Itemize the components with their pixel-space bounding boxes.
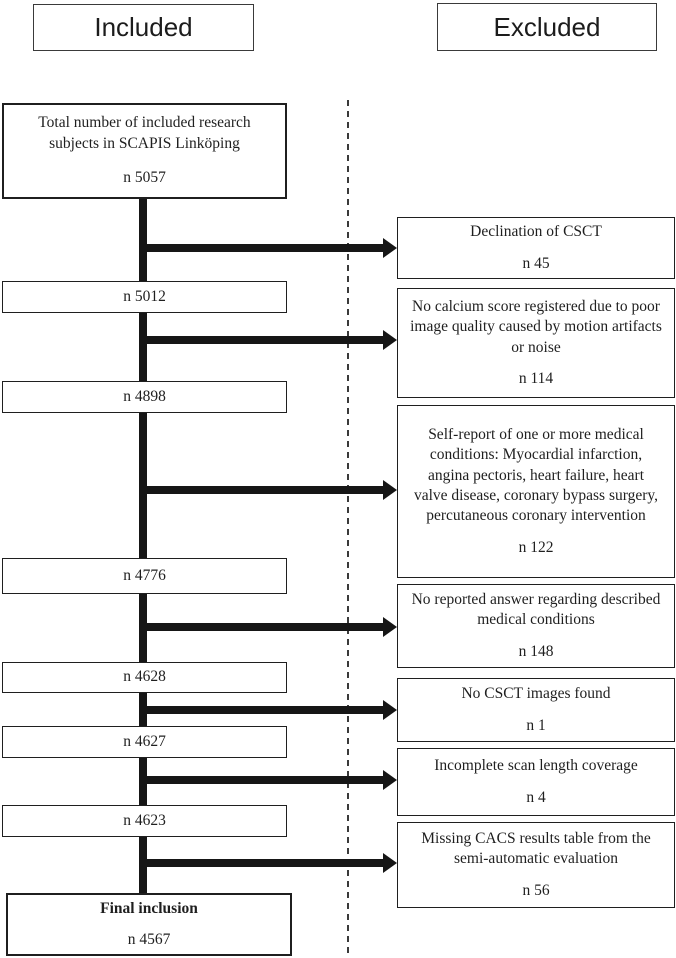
arrowhead-icon xyxy=(383,238,397,258)
included-box-total-label: Total number of included research subjec… xyxy=(38,114,251,152)
included-box-n4898-count: n 4898 xyxy=(123,387,166,405)
included-box-n4623: n 4623 xyxy=(2,805,287,837)
excluded-box-no-images-label: No CSCT images found xyxy=(461,685,611,703)
excluded-box-no-images: No CSCT images found n 1 xyxy=(397,678,675,742)
excluded-box-no-reported-answer-count: n 148 xyxy=(518,642,554,660)
included-box-n5012: n 5012 xyxy=(2,281,287,313)
included-header-label: Included xyxy=(94,12,193,42)
column-divider-dashed-line xyxy=(347,100,349,958)
included-box-n4627: n 4627 xyxy=(2,726,287,758)
excluded-box-declination-count: n 45 xyxy=(522,254,550,272)
included-box-total: Total number of included research subjec… xyxy=(2,103,287,199)
excluded-box-missing-cacs-count: n 56 xyxy=(522,881,550,899)
included-box-n4628-count: n 4628 xyxy=(123,668,166,686)
final-inclusion-box: Final inclusion n 4567 xyxy=(6,893,292,956)
arrowhead-icon xyxy=(383,853,397,873)
flow-trunk-line xyxy=(139,198,147,894)
arrowhead-icon xyxy=(383,700,397,720)
excluded-box-incomplete-scan: Incomplete scan length coverage n 4 xyxy=(397,748,675,816)
excluded-box-no-reported-answer-label: No reported answer regarding described m… xyxy=(411,590,661,629)
excluded-box-no-calcium-score-label: No calcium score registered due to poor … xyxy=(410,297,662,356)
included-box-n5012-count: n 5012 xyxy=(123,287,166,305)
excluded-box-no-calcium-score-count: n 114 xyxy=(518,369,554,387)
excluded-column-header: Excluded xyxy=(437,3,657,51)
excluded-box-declination: Declination of CSCT n 45 xyxy=(397,217,675,279)
included-box-total-count: n 5057 xyxy=(123,169,166,187)
excluded-box-self-report-label: Self-report of one or more medical condi… xyxy=(413,425,659,525)
included-box-n4898: n 4898 xyxy=(2,381,287,413)
arrowhead-icon xyxy=(383,480,397,500)
excluded-box-self-report: Self-report of one or more medical condi… xyxy=(397,405,675,578)
included-box-n4776: n 4776 xyxy=(2,558,287,594)
excluded-box-missing-cacs-label: Missing CACS results table from the semi… xyxy=(421,829,651,868)
excluded-box-no-calcium-score: No calcium score registered due to poor … xyxy=(397,288,675,398)
included-box-n4627-count: n 4627 xyxy=(123,732,166,750)
included-column-header: Included xyxy=(33,4,254,51)
excluded-box-declination-label: Declination of CSCT xyxy=(470,223,602,241)
excluded-box-no-images-count: n 1 xyxy=(526,716,546,734)
arrowhead-icon xyxy=(383,770,397,790)
arrowhead-icon xyxy=(383,617,397,637)
excluded-box-self-report-count: n 122 xyxy=(518,538,554,556)
final-inclusion-count: n 4567 xyxy=(127,931,171,948)
excluded-box-incomplete-scan-label: Incomplete scan length coverage xyxy=(434,757,638,775)
excluded-header-label: Excluded xyxy=(493,11,601,42)
final-inclusion-label: Final inclusion xyxy=(100,899,198,917)
included-box-n4776-count: n 4776 xyxy=(123,566,166,584)
excluded-box-no-reported-answer: No reported answer regarding described m… xyxy=(397,584,675,668)
included-box-n4623-count: n 4623 xyxy=(123,811,166,829)
excluded-box-incomplete-scan-count: n 4 xyxy=(526,788,546,806)
arrowhead-icon xyxy=(383,330,397,350)
excluded-box-missing-cacs: Missing CACS results table from the semi… xyxy=(397,822,675,908)
included-box-n4628: n 4628 xyxy=(2,662,287,693)
